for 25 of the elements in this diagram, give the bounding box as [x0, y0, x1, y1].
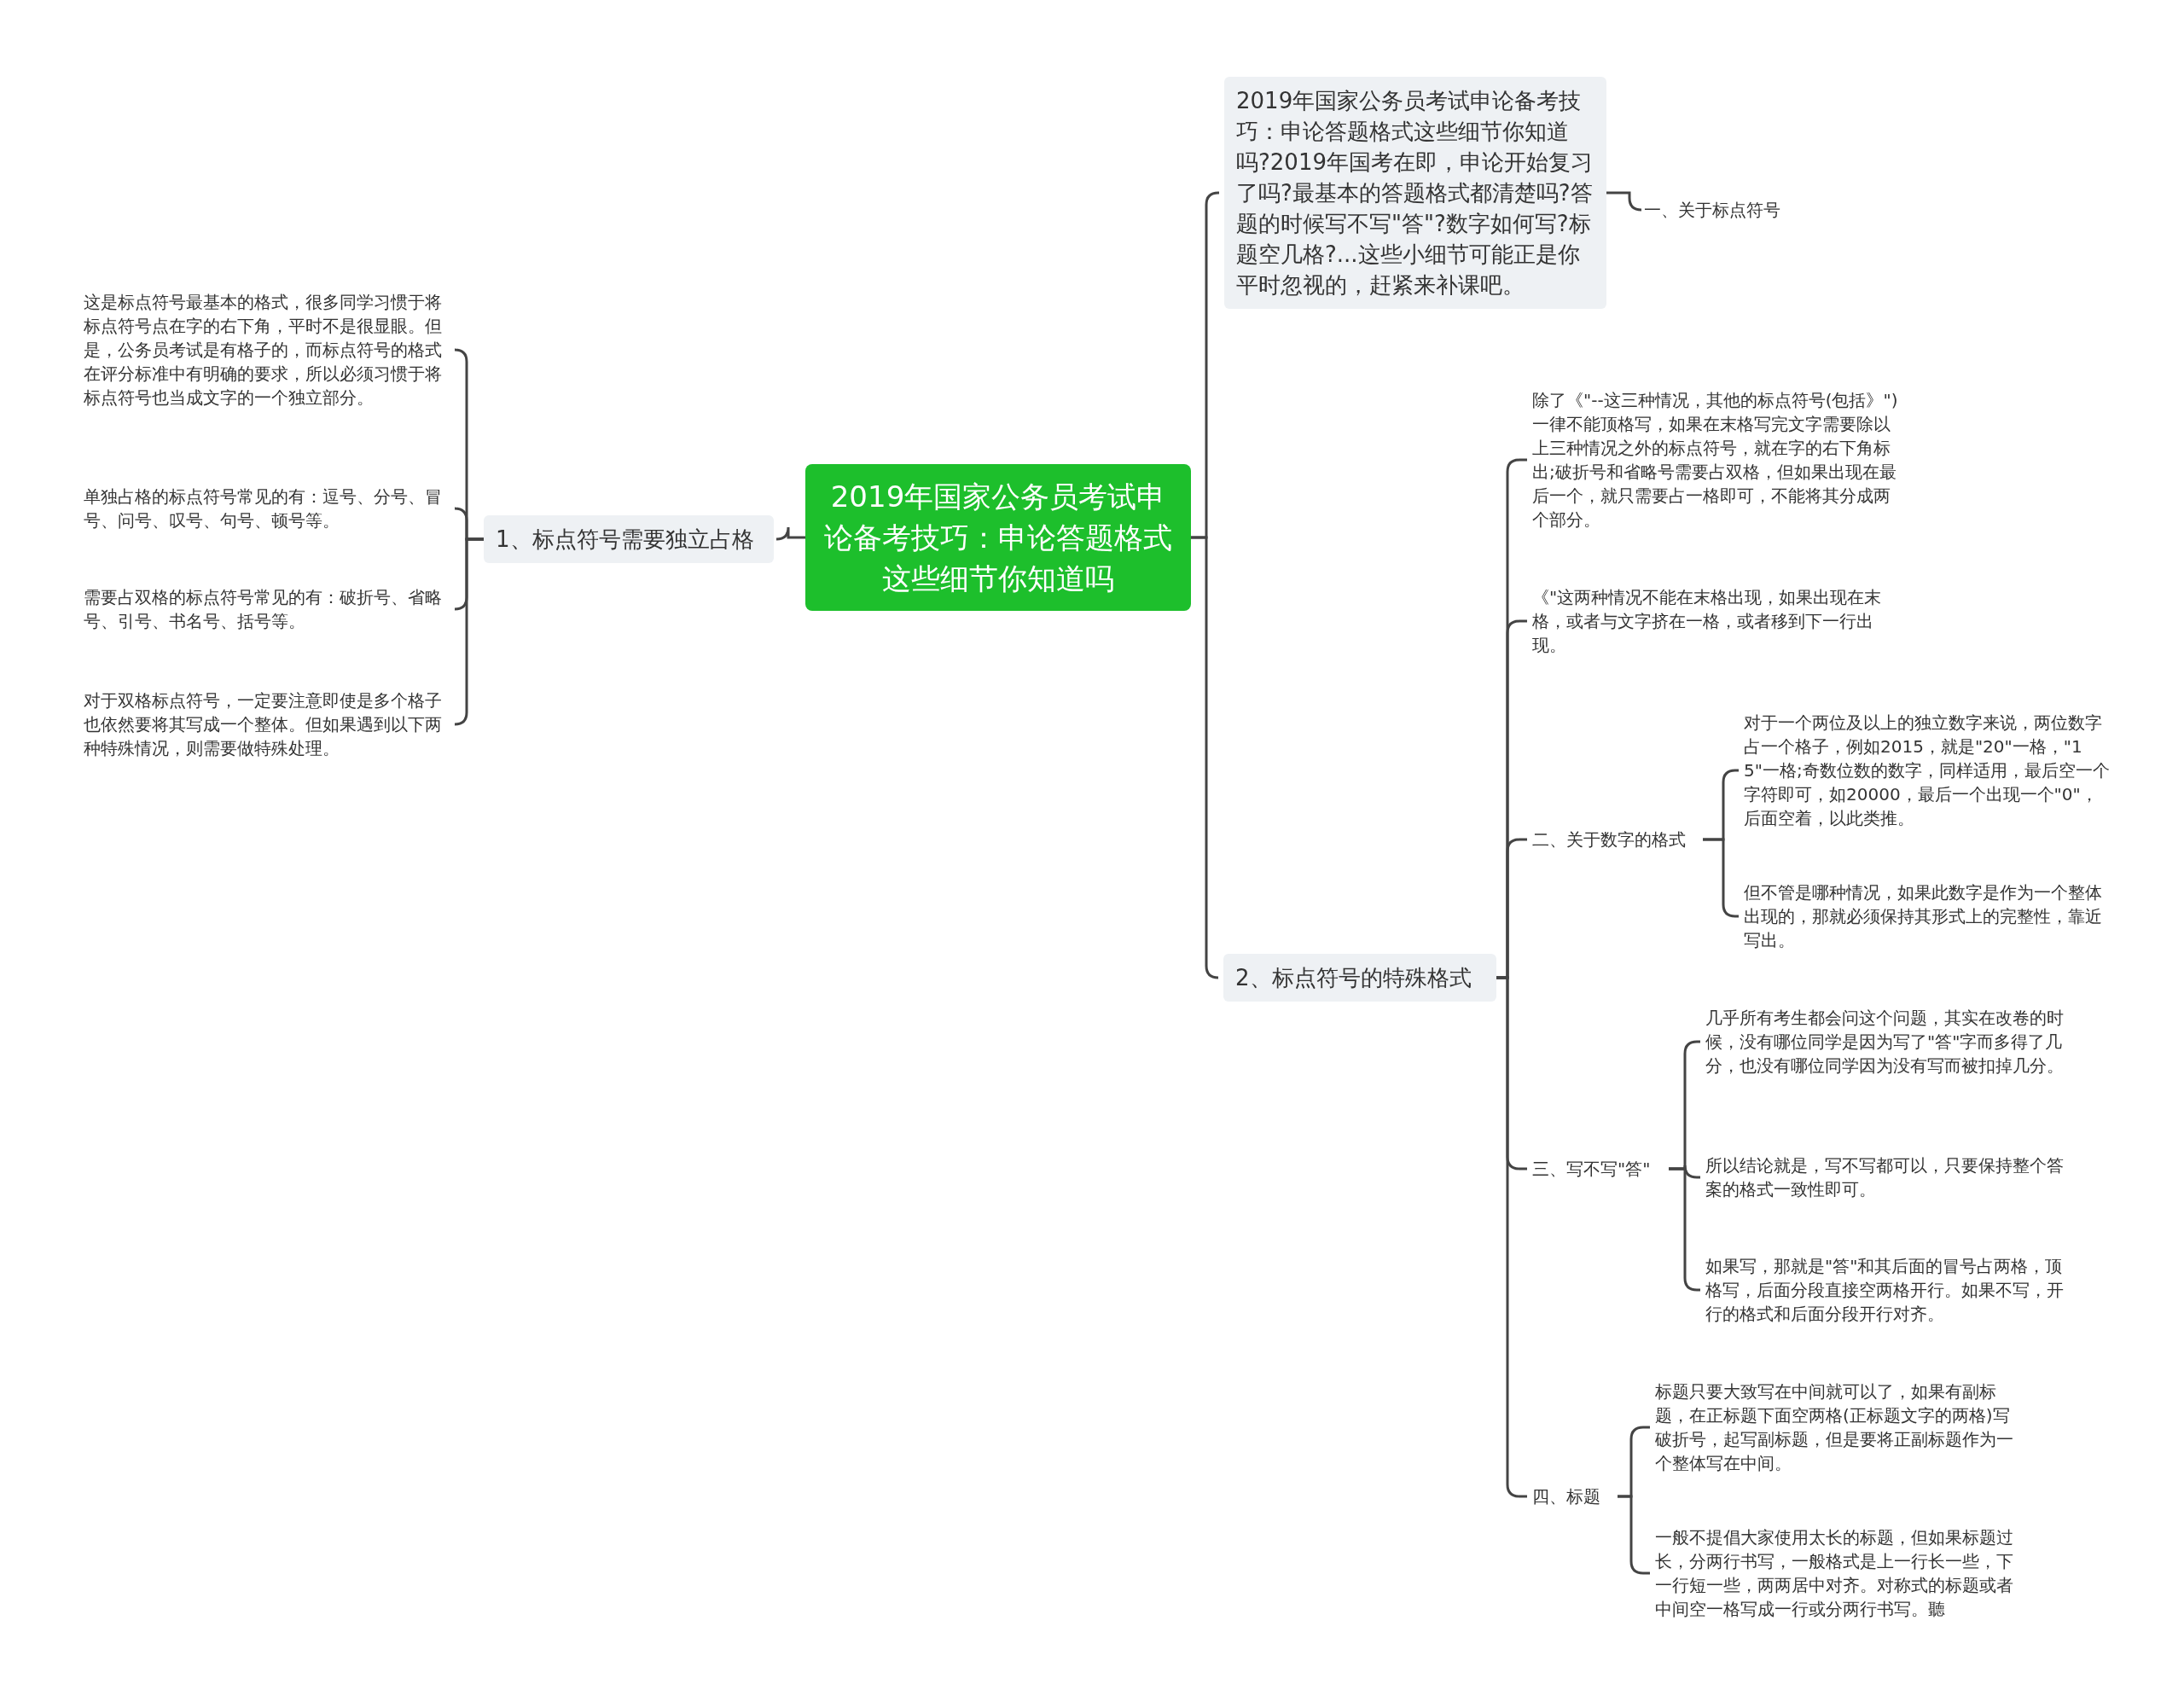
topic-text: 《"这两种情况不能在末格出现，如果出现在末格，或者与文字挤在一格，或者移到下一行出现。	[1532, 585, 1899, 657]
topic-text: 三、写不写"答"	[1532, 1157, 1669, 1181]
topic-text: 这是标点符号最基本的格式，很多同学习惯于将标点符号点在字的右下角，平时不是很显眼。但是，公务员考试是有格子的，而标点符号的格式在评分标准中有明确的要求，所以必须习惯于将标点符号也当成文字的一个独立部分。	[84, 290, 450, 410]
topic-text: 一般不提倡大家使用太长的标题，但如果标题过长，分两行书写，一般格式是上一行长一些，下一行短一些，两两居中对齐。对称式的标题或者中间空一格写成一行或分两行书写。聽	[1655, 1525, 2022, 1621]
topic-box: 2019年国家公务员考试申论备考技巧：申论答题格式这些细节你知道吗?2019年国考在即，申论开始复习了吗?最基本的答题格式都清楚吗?答题的时候写不写"答"?数字如何写?标题空几格?...这些小细节可能正是你平时忽视的，赶紧来补课吧。	[1224, 77, 1606, 309]
central-topic: 2019年国家公务员考试申论备考技巧：申论答题格式这些细节你知道吗	[805, 464, 1191, 611]
topic-box: 2、标点符号的特殊格式	[1223, 954, 1496, 1002]
topic-text: 二、关于数字的格式	[1532, 828, 1703, 851]
connector-line	[1191, 536, 1220, 979]
topic-text: 对于双格标点符号，一定要注意即使是多个格子也依然要将其写成一个整体。但如果遇到以下两种特殊情况，则需要做特殊处理。	[84, 688, 450, 760]
topic-text: 如果写，那就是"答"和其后面的冒号占两格，顶格写，后面分段直接空两格开行。如果不写，开行的格式和后面分段开行对齐。	[1705, 1254, 2072, 1326]
connector-line	[453, 537, 484, 726]
topic-text: 除了《"--这三种情况，其他的标点符号(包括》")一律不能顶格写，如果在末格写完文字需要除以上三种情况之外的标点符号，就在字的右下角标出;破折号和省略号需要占双格，但如果出现在最后一个，就只需要占一格即可，不能将其分成两个部分。	[1532, 388, 1899, 532]
connector-line	[775, 526, 805, 541]
topic-text: 对于一个两位及以上的独立数字来说，两位数字占一个格子，例如2015，就是"20"一格，"15"一格;奇数位数的数字，同样适用，最后空一个字符即可，如20000，最后一个出现一个"0"，后面空着，以此类推。	[1744, 711, 2111, 830]
topic-text: 单独占格的标点符号常见的有：逗号、分号、冒号、问号、叹号、句号、顿号等。	[84, 485, 450, 532]
topic-text: 四、标题	[1532, 1484, 1618, 1508]
topic-text: 所以结论就是，写不写都可以，只要保持整个答案的格式一致性即可。	[1705, 1153, 2072, 1201]
topic-text: 一、关于标点符号	[1644, 198, 1815, 222]
topic-text: 标题只要大致写在中间就可以了，如果有副标题，在正标题下面空两格(正标题文字的两格)写破折号，起写副标题，但是要将正副标题作为一个整体写在中间。	[1655, 1380, 2022, 1475]
topic-text: 需要占双格的标点符号常见的有：破折号、省略号、引号、书名号、括号等。	[84, 585, 450, 633]
topic-text: 但不管是哪种情况，如果此数字是作为一个整体出现的，那就必须保持其形式上的完整性，靠近写出。	[1744, 880, 2111, 952]
connector-line	[1606, 191, 1643, 212]
topic-text: 几乎所有考生都会问这个问题，其实在改卷的时候，没有哪位同学是因为写了"答"字而多得了几分，也没有哪位同学因为没有写而被扣掉几分。	[1705, 1006, 2072, 1078]
topic-box: 1、标点符号需要独立占格	[484, 515, 774, 563]
